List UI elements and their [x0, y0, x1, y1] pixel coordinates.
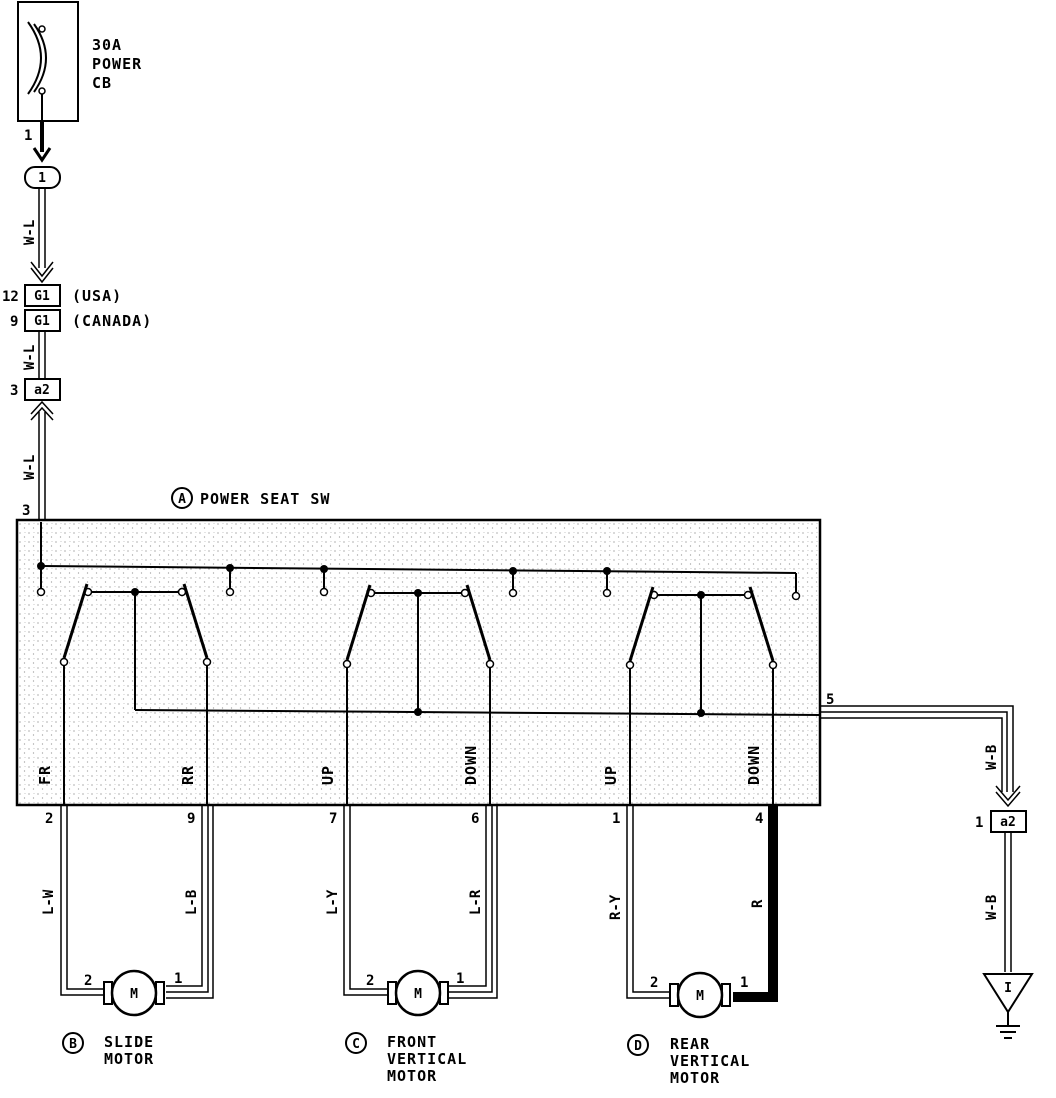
switch-position-rear-up: UP	[602, 765, 620, 785]
connector-g1-usa-label: G1	[34, 289, 50, 304]
circuit-breaker	[17, 1, 79, 122]
rear-motor-symbol-text: M	[696, 989, 704, 1004]
connector-a2-ground-label: a2	[1000, 815, 1016, 830]
wire-label-slide-a: L-W	[41, 889, 57, 915]
slide-motor-pin-left: 2	[84, 973, 92, 989]
connector-a2-ground-pin: 1	[975, 815, 983, 831]
switch-pin-7: 7	[329, 811, 337, 827]
feed-wire-lower	[30, 400, 54, 522]
wire-label-rear-b: R	[750, 899, 766, 908]
connector-a2-ground: a2	[990, 810, 1027, 833]
connector-g1-usa-pin: 12	[2, 289, 19, 305]
front-motor-wires	[343, 805, 498, 999]
wire-label-front-a: L-Y	[325, 889, 341, 915]
switch-title-text: POWER SEAT SW	[200, 490, 330, 508]
switch-pin-1: 1	[612, 811, 620, 827]
feed-wire-upper	[30, 188, 54, 284]
slide-motor-pin-right: 1	[174, 971, 182, 987]
breaker-pin: 1	[24, 128, 32, 144]
connector-g1-canada-note: (CANADA)	[72, 312, 152, 330]
front-motor-caption-line2: VERTICAL	[387, 1050, 467, 1068]
wire-label-feed-mid: W-L	[22, 345, 38, 370]
slide-motor-letter: B	[69, 1037, 77, 1052]
slide-motor-caption-line2: MOTOR	[104, 1050, 154, 1068]
front-motor-pin-right: 1	[456, 971, 464, 987]
switch-letter: A	[178, 492, 186, 507]
ground-wire	[820, 705, 1021, 972]
junction-connector: 1	[24, 166, 61, 189]
switch-internal-circuit	[36, 522, 821, 805]
wire-label-rear-a: R-Y	[608, 894, 624, 920]
connector-g1-usa-note: (USA)	[72, 287, 122, 305]
rear-motor-wires	[626, 805, 778, 1002]
junction-label: 1	[38, 171, 46, 186]
switch-position-rear-down: DOWN	[745, 745, 763, 785]
slide-motor-symbol-text: M	[130, 987, 138, 1002]
switch-title: A POWER SEAT SW	[171, 487, 330, 509]
ground-point: I	[982, 973, 1034, 1039]
front-motor-symbol-text: M	[414, 987, 422, 1002]
switch-input-pin: 3	[22, 503, 30, 519]
front-motor-letter: C	[352, 1037, 360, 1052]
wire-label-ground-a: W-B	[984, 745, 1000, 770]
wire-label-feed-low: W-L	[22, 455, 38, 480]
rear-motor-caption: D REAR VERTICAL MOTOR	[627, 1034, 750, 1087]
rear-motor-caption-line3: MOTOR	[670, 1069, 720, 1087]
wire-label-slide-b: L-B	[184, 890, 200, 915]
wire-label-ground-b: W-B	[984, 895, 1000, 920]
slide-motor-wires	[60, 805, 214, 999]
feed-wire-middle	[38, 331, 46, 378]
front-motor-caption: C FRONT VERTICAL MOTOR	[345, 1032, 467, 1085]
front-motor-caption-line1: FRONT	[387, 1033, 437, 1051]
rear-motor-caption-line2: VERTICAL	[670, 1052, 750, 1070]
rear-motor-pin-right: 1	[740, 975, 748, 991]
breaker-label-line3: CB	[92, 74, 112, 92]
switch-position-rr: RR	[179, 765, 197, 785]
switch-pin-4: 4	[755, 811, 763, 827]
switch-ground-pin: 5	[826, 692, 834, 708]
switch-pin-6: 6	[471, 811, 479, 827]
connector-g1-usa: G1	[24, 284, 61, 307]
connector-a2-top-pin: 3	[10, 383, 18, 399]
slide-motor-caption-line1: SLIDE	[104, 1033, 154, 1051]
front-motor-pin-left: 2	[366, 973, 374, 989]
rear-motor-letter: D	[634, 1039, 642, 1054]
breaker-label-line2: POWER	[92, 55, 142, 73]
slide-motor-symbol: M	[103, 969, 165, 1017]
rear-motor-caption-line1: REAR	[670, 1035, 710, 1053]
breaker-label-line1: 30A	[92, 36, 122, 54]
connector-g1-canada-pin: 9	[10, 314, 18, 330]
connector-a2-top: a2	[24, 378, 61, 401]
wire-label-feed-top: W-L	[22, 220, 38, 245]
switch-pin-2: 2	[45, 811, 53, 827]
rear-motor-symbol: M	[669, 971, 731, 1019]
switch-position-fr: FR	[36, 765, 54, 785]
switch-pin-9: 9	[187, 811, 195, 827]
slide-motor-caption: B SLIDE MOTOR	[62, 1032, 154, 1068]
rear-motor-pin-left: 2	[650, 975, 658, 991]
connector-a2-top-label: a2	[34, 383, 50, 398]
connector-g1-canada: G1	[24, 309, 61, 332]
front-motor-symbol: M	[387, 969, 449, 1017]
wire-label-front-b: L-R	[468, 889, 484, 915]
front-motor-caption-line3: MOTOR	[387, 1067, 437, 1085]
connector-g1-canada-label: G1	[34, 314, 50, 329]
switch-position-front-down: DOWN	[462, 745, 480, 785]
switch-position-front-up: UP	[319, 765, 337, 785]
ground-point-label: I	[1004, 981, 1012, 996]
